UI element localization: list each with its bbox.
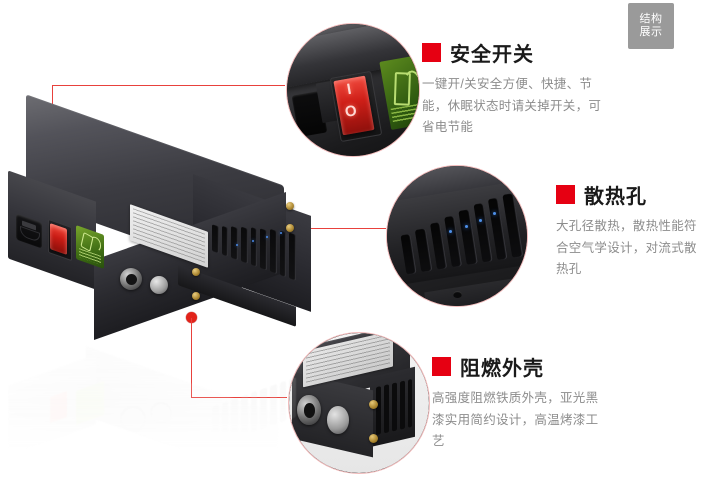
brass-screw [192, 268, 200, 276]
section-tab-structure-display: 结构 展示 [628, 3, 674, 49]
feature-body: 大孔径散热，散热性能符合空气学设计，对流式散热孔 [556, 219, 697, 276]
leader-line-cooling-vents-horizontal [290, 228, 386, 229]
red-rocker-switch [50, 222, 67, 256]
product-photo [0, 94, 330, 484]
section-tab-line1: 结构 [639, 13, 663, 26]
callout-circle-safety-switch: I O [286, 23, 420, 157]
power-supply-unit [8, 94, 311, 340]
feature-body: 高强度阻燃铁质外壳，亚光黑漆实用简约设计，高温烤漆工艺 [432, 391, 599, 448]
bullet-icon [432, 357, 451, 376]
feature-block-safety-switch: 安全开关 一键开/关安全方便、快捷、节能，休眠状态时请关掉开关，可省电节能 [422, 38, 612, 139]
product-reflection [8, 330, 308, 484]
brass-screw [286, 202, 294, 210]
brass-screw [192, 292, 200, 300]
feature-block-cooling-vents: 散热孔 大孔径散热，散热性能符合空气学设计，对流式散热孔 [556, 180, 708, 281]
round-push-button [150, 276, 168, 294]
feature-title: 阻燃外壳 [460, 358, 544, 380]
feature-body: 一键开/关安全方便、快捷、节能，休眠状态时请关掉开关，可省电节能 [422, 77, 602, 134]
bullet-icon [556, 185, 575, 204]
feature-title: 散热孔 [584, 186, 647, 208]
feature-block-flame-retardant-case: 阻燃外壳 高强度阻燃铁质外壳，亚光黑漆实用简约设计，高温烤漆工艺 [432, 352, 608, 453]
callout-dot-flame-retardant-case [186, 312, 197, 323]
brass-screw [286, 224, 294, 232]
callout-circle-cooling-vents [386, 165, 528, 307]
callout-circle-flame-retardant-case [288, 332, 430, 474]
xlr-connector [120, 268, 142, 290]
xlr-connector-closeup [297, 394, 322, 426]
feature-title: 安全开关 [450, 44, 534, 66]
leader-line-case-horizontal [191, 397, 287, 398]
leader-line-safety-switch-horizontal [52, 85, 285, 86]
section-tab-line2: 展示 [639, 26, 663, 38]
switch-mark-off: O [343, 102, 359, 122]
push-button-closeup [326, 405, 350, 434]
bullet-icon [422, 43, 441, 62]
leader-line-case-vertical [191, 318, 192, 398]
